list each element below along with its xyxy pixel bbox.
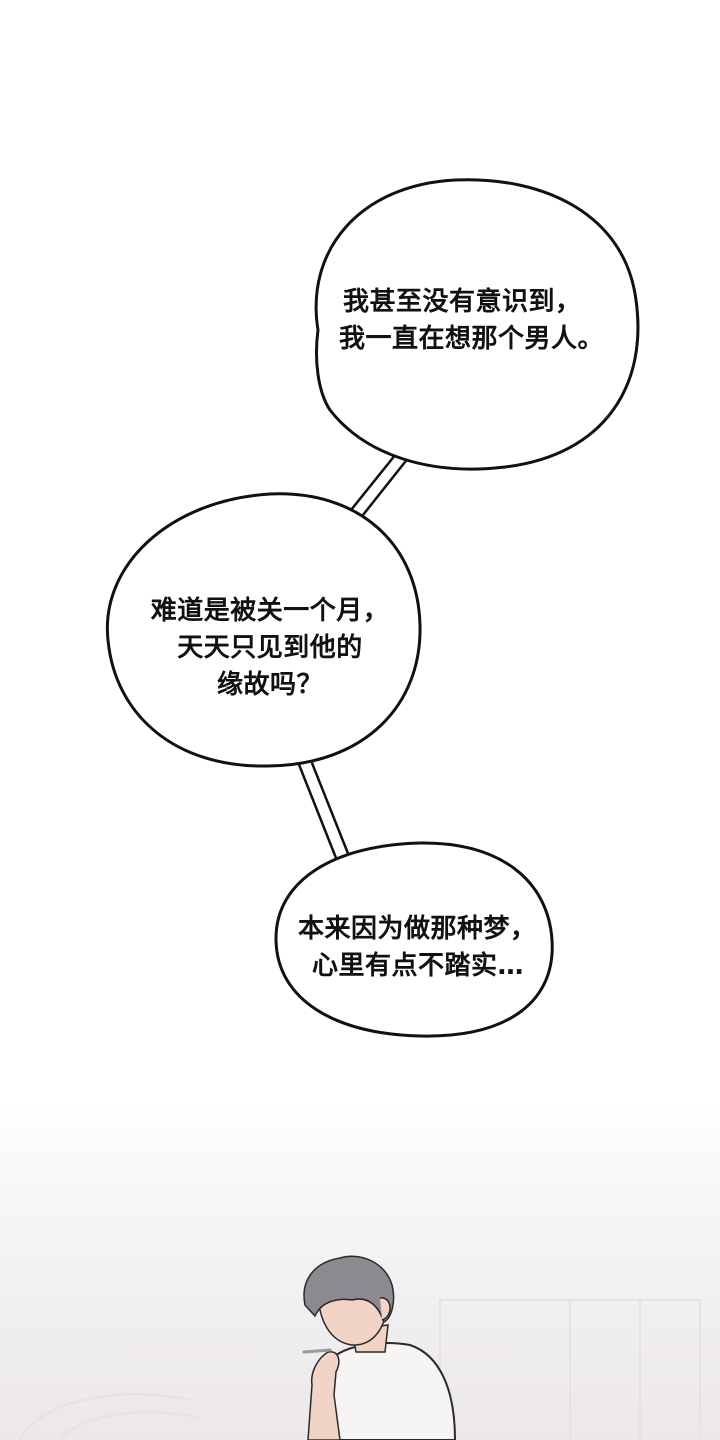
bubble-2-line-1: 难道是被关一个月， [150,596,390,626]
speech-bubble-1 [314,178,640,471]
bubble-3-line-2: 心里有点不踏实… [312,951,525,981]
cigarette [302,1348,332,1354]
speech-bubble-3 [274,841,554,1038]
bubble-3-text: 本来因为做那种梦， 心里有点不踏实… [298,911,537,985]
bubble-1-line-2: 我一直在想那个男人。 [339,324,605,354]
bubble-2-text: 难道是被关一个月， 天天只见到他的 缘故吗？ [140,593,400,704]
bubble-3-line-1: 本来因为做那种梦， [298,914,537,944]
bubble-2-line-2: 天天只见到他的 [177,633,363,663]
bubble-2-line-3: 缘故吗？ [216,670,323,700]
character-figure [302,1255,457,1440]
speech-bubble-2 [105,492,422,768]
bubble-connector-2 [296,757,351,859]
bubble-1-text: 我甚至没有意识到， 我一直在想那个男人。 [339,284,604,358]
bubble-1-line-1: 我甚至没有意识到， [343,287,582,317]
hair [303,1255,395,1324]
hand [307,1351,341,1440]
bubble-connector-1 [346,453,410,521]
shirt [318,1342,457,1440]
